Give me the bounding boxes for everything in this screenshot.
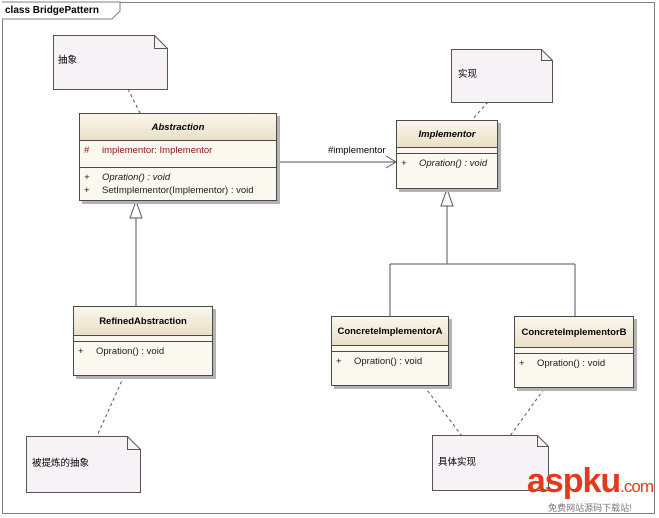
watermark-logo: aspku.com 免费网站源码下载站! <box>526 462 654 513</box>
class-abstraction-attributes: # implementor: Implementor <box>80 141 276 168</box>
operation-row: + Opration() : void <box>78 346 165 357</box>
note-abstraction: 抽象 <box>58 55 78 66</box>
class-abstraction-name: Abstraction <box>80 114 276 141</box>
class-refined-abstraction-operations: + Opration() : void <box>74 342 212 361</box>
class-concrete-implementor-a-attributes <box>332 346 448 352</box>
note-abstraction-shape <box>53 35 168 90</box>
note-concrete-shape <box>432 435 549 491</box>
operation-row: + SetImplementor(Implementor) : void <box>84 185 254 196</box>
class-implementor-name: Implementor <box>397 121 497 148</box>
class-implementor-attributes <box>397 148 497 154</box>
note-refined: 被提炼的抽象 <box>32 458 90 469</box>
class-refined-abstraction-name: RefinedAbstraction <box>74 307 212 336</box>
operation-row: + Opration() : void <box>401 158 488 169</box>
association-role-label: #implementor <box>328 145 386 156</box>
class-abstraction[interactable]: Abstraction # implementor: Implementor +… <box>79 113 277 201</box>
class-concrete-implementor-b-attributes <box>515 348 633 354</box>
operation-row: + Opration() : void <box>336 356 423 367</box>
operation-row: + Opration() : void <box>84 172 171 183</box>
class-concrete-implementor-b[interactable]: ConcreteImplementorB + Opration() : void <box>514 316 634 388</box>
class-refined-abstraction-attributes <box>74 336 212 342</box>
class-concrete-implementor-a[interactable]: ConcreteImplementorA + Opration() : void <box>331 316 449 386</box>
attribute-row: # implementor: Implementor <box>84 145 213 156</box>
operation-row: + Opration() : void <box>519 358 606 369</box>
class-implementor[interactable]: Implementor + Opration() : void <box>396 120 498 189</box>
frame-label: class BridgePattern <box>5 5 99 16</box>
note-refined-shape <box>26 436 141 493</box>
class-concrete-implementor-a-operations: + Opration() : void <box>332 352 448 371</box>
class-concrete-implementor-b-name: ConcreteImplementorB <box>515 317 633 348</box>
class-concrete-implementor-b-operations: + Opration() : void <box>515 354 633 373</box>
class-concrete-implementor-a-name: ConcreteImplementorA <box>332 317 448 346</box>
note-concrete: 具体实现 <box>438 457 477 468</box>
watermark-subtitle: 免费网站源码下载站! <box>548 503 632 513</box>
class-refined-abstraction[interactable]: RefinedAbstraction + Opration() : void <box>73 306 213 376</box>
note-implementor-shape <box>451 49 553 103</box>
note-implementor: 实现 <box>458 69 478 80</box>
class-abstraction-operations: + Opration() : void + SetImplementor(Imp… <box>80 168 276 200</box>
class-implementor-operations: + Opration() : void <box>397 154 497 173</box>
